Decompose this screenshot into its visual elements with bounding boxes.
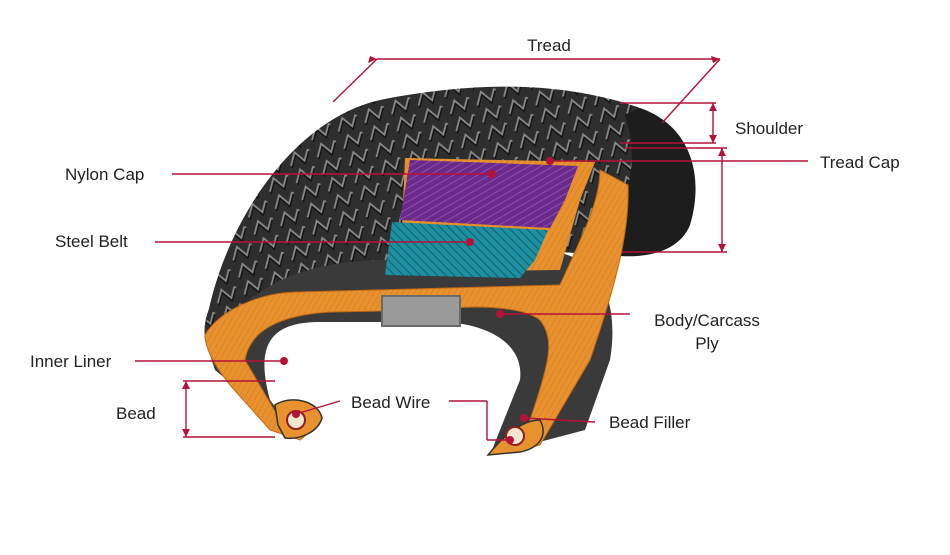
callout-markers <box>182 56 726 444</box>
tire-illustration <box>204 86 696 456</box>
steel-belt-layer <box>385 222 548 278</box>
label-bead: Bead <box>116 404 156 423</box>
label-nylon-cap: Nylon Cap <box>65 165 144 184</box>
label-tread: Tread <box>527 36 571 55</box>
labels: Tread Shoulder Tread Cap Nylon Cap Steel… <box>30 36 900 432</box>
nylon-cap-layer <box>400 160 578 228</box>
label-steel-belt: Steel Belt <box>55 232 128 251</box>
label-body-ply-line2: Ply <box>695 334 719 353</box>
label-inner-liner: Inner Liner <box>30 352 112 371</box>
label-shoulder: Shoulder <box>735 119 803 138</box>
label-bead-wire: Bead Wire <box>351 393 430 412</box>
body-ply-plate <box>381 295 461 327</box>
label-tread-cap: Tread Cap <box>820 153 900 172</box>
label-body-ply-line1: Body/Carcass <box>654 311 760 330</box>
label-bead-filler: Bead Filler <box>609 413 691 432</box>
